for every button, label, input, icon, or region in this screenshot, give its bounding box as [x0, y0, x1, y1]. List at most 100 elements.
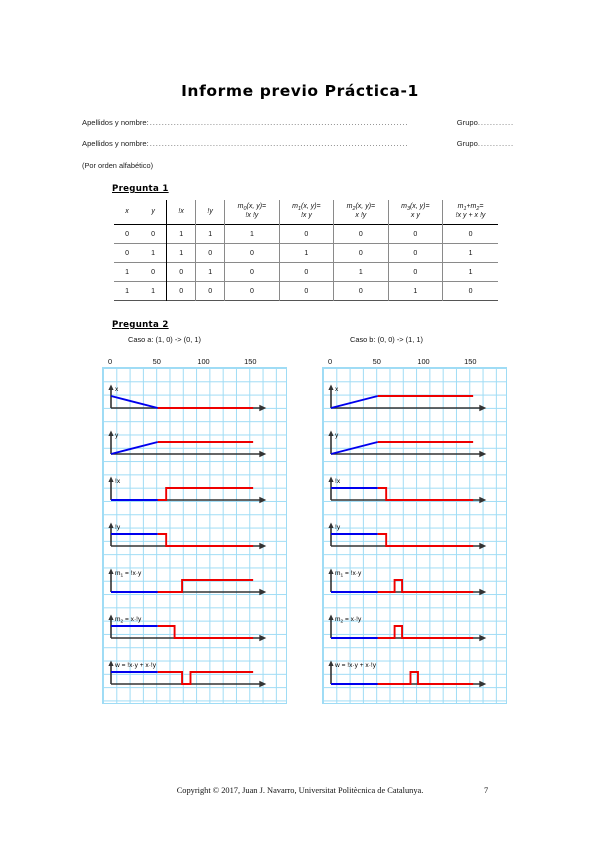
signal-x: x	[328, 384, 487, 412]
signal-m2-x-y: m2 = x·!y	[108, 614, 267, 642]
grupo-dotted-line-1[interactable]: ............	[477, 118, 514, 127]
pregunta-2-heading: Pregunta 2	[112, 320, 169, 330]
truth-table-col-header-8: m1+m2=!x y + x !y	[442, 200, 498, 225]
truth-table-cell-r0-c3: 1	[195, 224, 225, 244]
apellidos-row-2: Apellidos y nombre: ....................…	[82, 139, 514, 148]
t-axis-arrowhead	[479, 588, 487, 596]
waveform-stable-blue	[110, 395, 158, 409]
truth-table-cell-r2-c8: 1	[442, 262, 498, 282]
t-axis-arrowhead	[479, 404, 487, 412]
truth-table-cell-r1-c5: 1	[278, 243, 334, 263]
col-header-line2: x !y	[355, 212, 367, 219]
t-axis-arrowhead	[259, 542, 267, 550]
y-axis-arrowhead	[328, 614, 334, 620]
caso-a-label: Caso a: (1, 0) -> (0, 1)	[128, 335, 201, 344]
signal--x: !x	[108, 476, 267, 504]
signal-label: w = !x·y + x·!y	[114, 662, 157, 669]
t-axis-arrowhead	[259, 634, 267, 642]
t-axis-arrowhead	[259, 450, 267, 458]
signal-m1-x-y: m1 = !x·y	[108, 568, 267, 596]
grupo-label-2: Grupo	[456, 139, 478, 148]
alphabetical-order-note: (Por orden alfabético)	[82, 161, 154, 170]
signal-y: y	[328, 430, 487, 458]
truth-table-cell-r3-c3: 0	[195, 281, 225, 301]
axis-tick-150: 150	[244, 357, 257, 366]
axis-tick-150: 150	[464, 357, 477, 366]
truth-table-cell-r3-c6: 0	[333, 281, 389, 301]
signal-label: !x	[115, 478, 121, 485]
col-header-line1: !x	[178, 207, 184, 215]
signal-label: y	[115, 432, 119, 439]
truth-table-cell-r0-c6: 0	[333, 224, 389, 244]
signal-x: x	[108, 384, 267, 412]
axis-tick-0: 0	[327, 357, 333, 366]
t-axis-arrowhead	[479, 634, 487, 642]
signal-label: x	[115, 386, 119, 393]
axis-tick-100: 100	[197, 357, 210, 366]
grupo-label-1: Grupo	[456, 118, 478, 127]
apellidos-row-1: Apellidos y nombre: ....................…	[82, 118, 514, 127]
truth-table-cell-r1-c2: 1	[166, 243, 196, 263]
truth-table-col-header-7: m3(x, y)=x y	[387, 200, 443, 225]
truth-table-cell-r3-c1: 1	[151, 287, 156, 295]
truth-table-cell-r2-c5: 0	[278, 262, 334, 282]
col-header-line1: !y	[207, 207, 213, 215]
truth-table-cell-r0-c7: 0	[387, 224, 443, 244]
col-header-line2: !x y + x !y	[455, 212, 486, 219]
truth-table-cell-r3-c2: 0	[166, 281, 196, 301]
y-axis-arrowhead	[328, 522, 334, 528]
y-axis-arrowhead	[328, 660, 334, 666]
waveform-transition-red	[157, 487, 254, 501]
col-header-line1: m0(x, y)=	[237, 203, 267, 212]
truth-table-cell-r0-c5: 0	[278, 224, 334, 244]
truth-table-col-header-5: m1(x, y)=!x y	[278, 200, 334, 225]
waveform-transition-red	[157, 533, 254, 547]
waveform-transition-red	[157, 625, 254, 639]
apellidos-label-1: Apellidos y nombre:	[82, 118, 149, 127]
col-header-line1: m3(x, y)=	[401, 203, 430, 212]
y-axis-arrowhead	[328, 430, 334, 436]
truth-table-cell-r2-c0: 1	[125, 268, 129, 276]
signal-m1-x-y: m1 = !x·y	[328, 568, 487, 596]
truth-table-cell-r2-c6: 1	[333, 262, 389, 282]
t-axis-arrowhead	[479, 680, 487, 688]
signal-label: !y	[335, 524, 341, 531]
truth-table-cell-r0-c4: 1	[224, 224, 280, 244]
signal-m2-x-y: m2 = x·!y	[328, 614, 487, 642]
truth-table-cell-r1-c1: 1	[151, 249, 156, 257]
signal-label: m1 = !x·y	[115, 570, 142, 579]
axis-tick-50: 50	[372, 357, 381, 366]
footer-page-number: 7	[484, 786, 489, 795]
waveform-canvas-case-a: xy!x!ym1 = !x·ym2 = x·!yw = !x·y + x·!y	[108, 384, 267, 688]
waveform-transition-red	[157, 579, 254, 593]
grupo-dotted-line-2[interactable]: ............	[477, 139, 514, 148]
y-axis-arrowhead	[108, 430, 114, 436]
signal-w-x-y-x-y: w = !x·y + x·!y	[108, 660, 267, 688]
t-axis-arrowhead	[259, 496, 267, 504]
apellidos-dotted-line-1[interactable]: ........................................…	[149, 118, 409, 127]
waveform-transition-red	[377, 487, 474, 501]
truth-table-cell-r2-c2: 0	[166, 262, 196, 282]
apellidos-dotted-line-2[interactable]: ........................................…	[149, 139, 409, 148]
t-axis-arrowhead	[259, 404, 267, 412]
page-title: Informe previo Práctica-1	[181, 82, 419, 100]
truth-table-cell-r1-c3: 0	[195, 243, 225, 263]
axis-tick-50: 50	[152, 357, 161, 366]
signal-label: y	[335, 432, 339, 439]
signal-y: y	[108, 430, 267, 458]
col-header-line1: m2(x, y)=	[346, 203, 376, 212]
waveform-stable-blue	[330, 395, 378, 409]
col-header-line1: m1(x, y)=	[292, 203, 321, 212]
truth-table-col-header-6: m2(x, y)=x !y	[333, 200, 389, 225]
axis-tick-0: 0	[107, 357, 113, 366]
y-axis-arrowhead	[328, 568, 334, 574]
waveform-transition-red	[377, 671, 474, 685]
truth-table-cell-r0-c1: 0	[151, 230, 156, 238]
